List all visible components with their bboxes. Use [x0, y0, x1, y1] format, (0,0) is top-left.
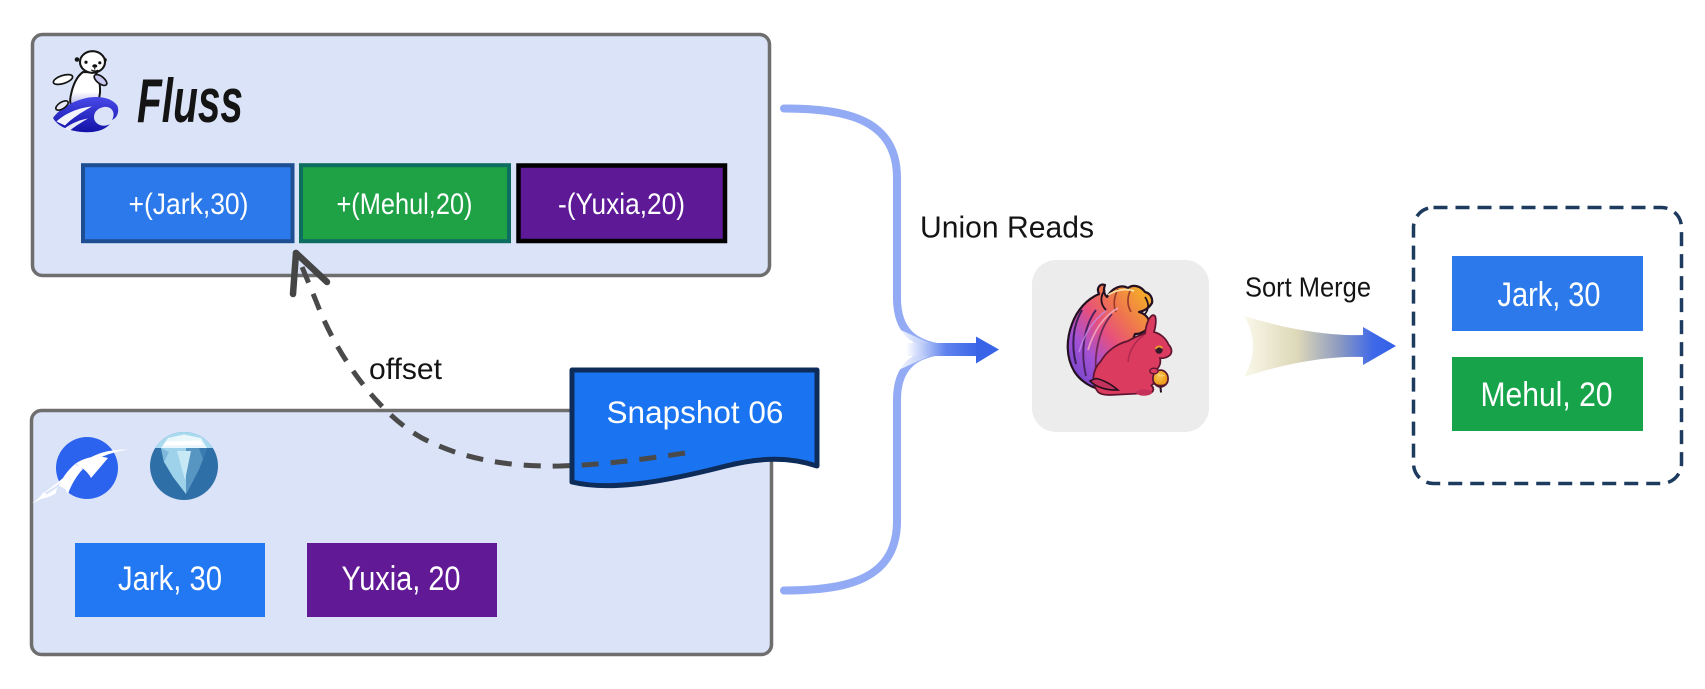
svg-text:+(Jark,30): +(Jark,30) — [129, 188, 249, 221]
svg-text:Yuxia, 20: Yuxia, 20 — [342, 560, 461, 598]
svg-text:Union Reads: Union Reads — [920, 210, 1094, 245]
svg-text:Snapshot 06: Snapshot 06 — [607, 394, 784, 430]
svg-text:Sort Merge: Sort Merge — [1245, 272, 1371, 303]
svg-text:Jark, 30: Jark, 30 — [1498, 276, 1601, 314]
svg-text:Jark, 30: Jark, 30 — [118, 560, 222, 598]
svg-text:offset: offset — [369, 353, 443, 386]
svg-text:Fluss: Fluss — [137, 67, 243, 136]
svg-text:+(Mehul,20): +(Mehul,20) — [337, 188, 473, 221]
svg-text:-(Yuxia,20): -(Yuxia,20) — [558, 188, 685, 221]
svg-text:Mehul, 20: Mehul, 20 — [1481, 376, 1613, 414]
